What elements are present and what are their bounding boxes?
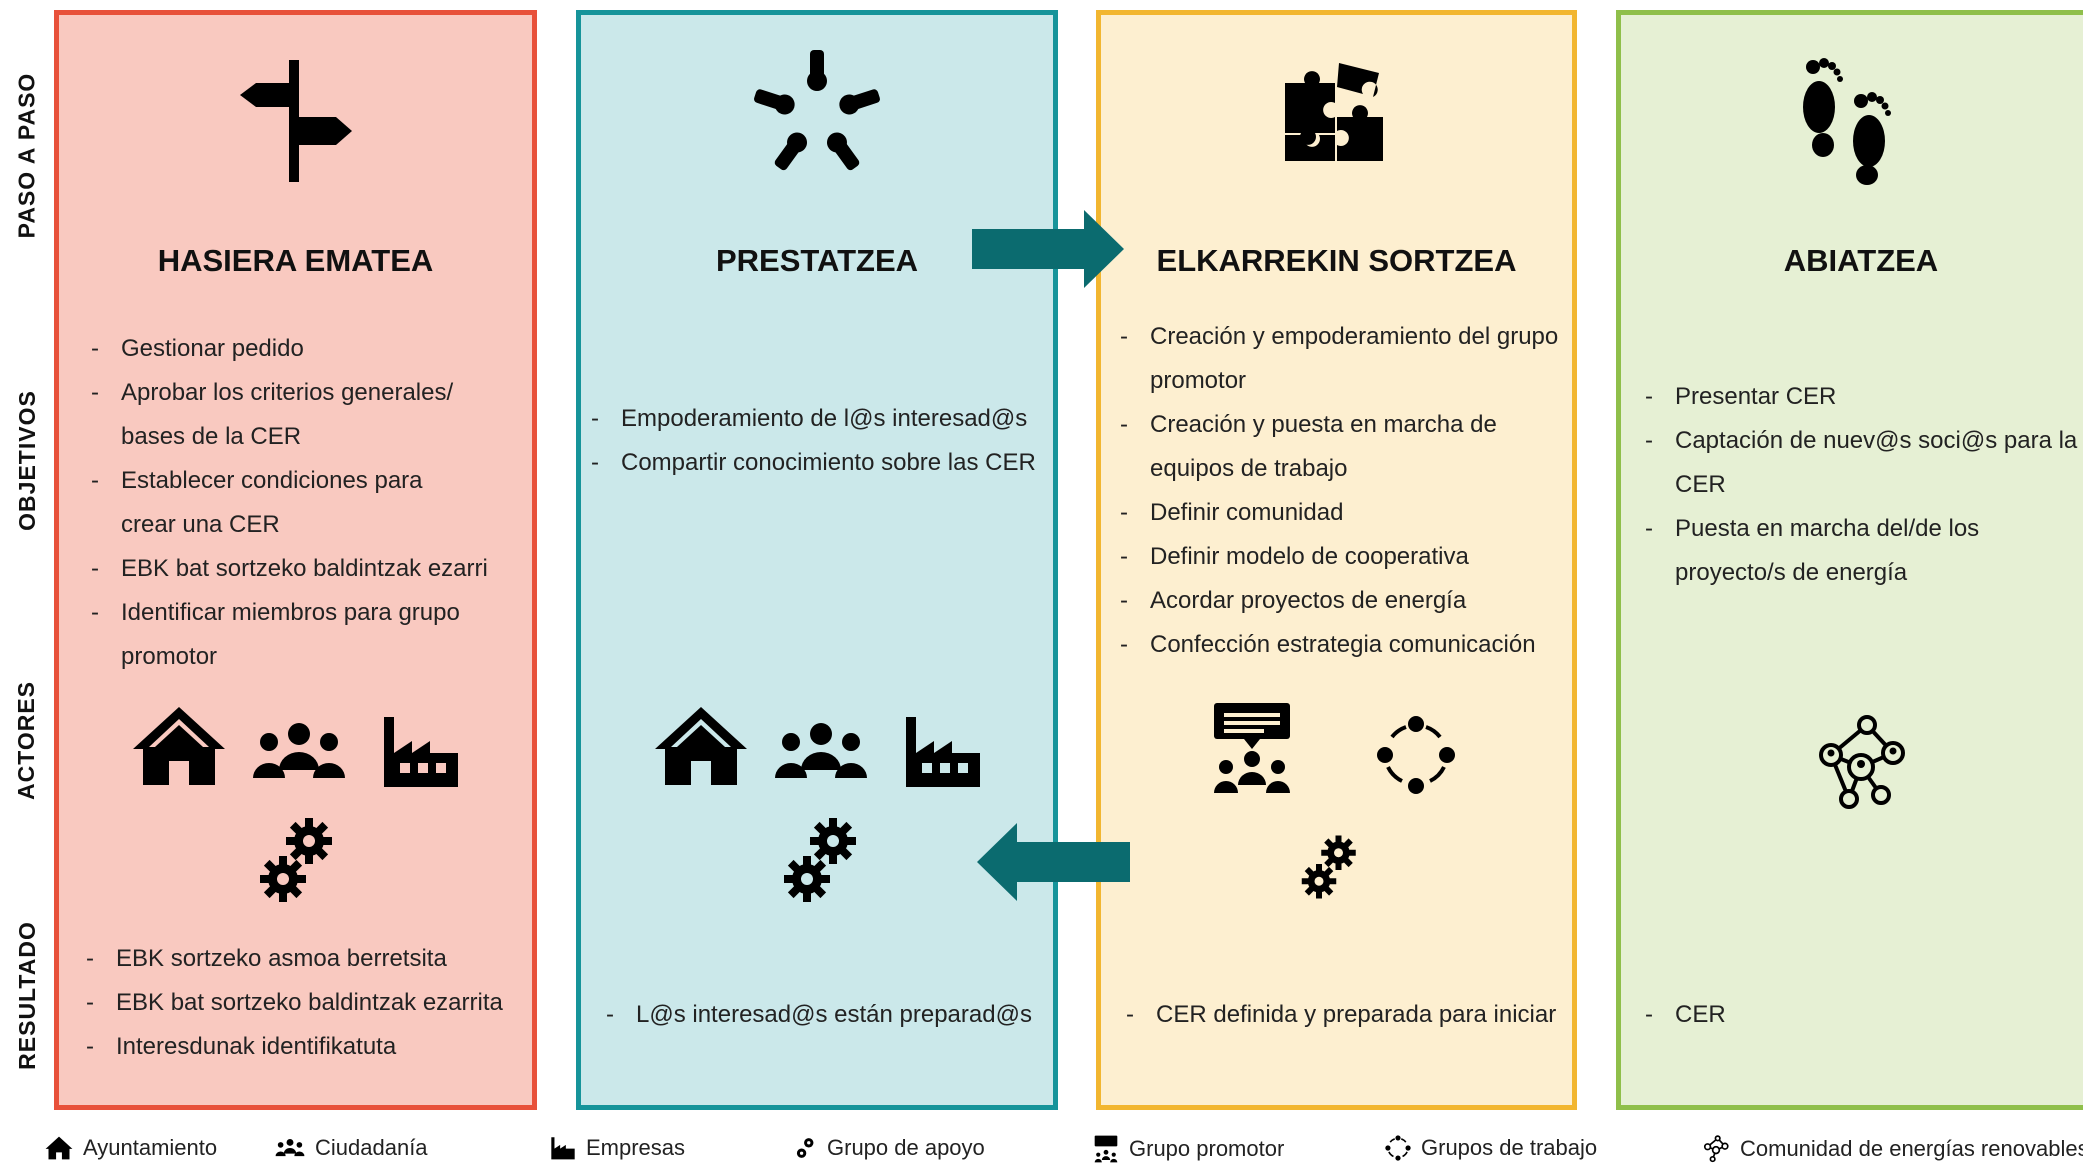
list-item: Captación de nuev@s soci@s para la xyxy=(1645,419,2077,463)
legend-label: Grupos de trabajo xyxy=(1421,1135,1598,1160)
house-icon xyxy=(45,1136,73,1160)
list-item-continuation: equipos de trabajo xyxy=(1150,455,1348,482)
footprints-icon xyxy=(1803,58,1891,185)
legend-item-ayuntamiento: Ayuntamiento xyxy=(45,1135,217,1161)
hands-circle-icon xyxy=(754,50,880,171)
column-prestatzea: PRESTATZEA Empoderamiento de l@s interes… xyxy=(576,10,1058,1110)
row-label-objetivos-text: OBJETIVOS xyxy=(13,389,40,531)
house-icon xyxy=(655,707,747,785)
list-item: Acordar proyectos de energía xyxy=(1120,579,1558,623)
backward-arrow xyxy=(977,823,1130,901)
list-item-continuation: promotor xyxy=(1150,367,1247,394)
presenter-group-icon xyxy=(1214,703,1290,793)
signpost-icon xyxy=(239,60,352,182)
gears-icon xyxy=(784,818,856,902)
network-people-icon xyxy=(1703,1135,1729,1163)
gears-icon xyxy=(260,818,332,902)
list-item: Puesta en marcha del/de los xyxy=(1645,507,2077,551)
list-item: Presentar CER xyxy=(1645,375,2077,419)
list-item: EBK bat sortzeko baldintzak ezarri xyxy=(91,547,488,591)
list-item-continuation: bases de la CER xyxy=(121,423,302,450)
row-label-actores: ACTORES xyxy=(10,650,44,830)
row-label-resultado: RESULTADO xyxy=(10,890,44,1100)
dotted-circle-icon xyxy=(1385,1135,1411,1161)
factory-icon xyxy=(384,717,458,787)
people-icon xyxy=(275,1138,305,1157)
column-title: HASIERA EMATEA xyxy=(157,243,434,278)
results-list: L@s interesad@s están preparad@s xyxy=(606,993,1032,1037)
objectives-list: Creación y empoderamiento del grupo prom… xyxy=(1120,315,1558,667)
legend-label: Empresas xyxy=(586,1135,686,1160)
row-label-objetivos: OBJETIVOS xyxy=(10,330,44,590)
presenter-group-icon xyxy=(1094,1135,1118,1163)
list-item: Compartir conocimiento sobre las CER xyxy=(591,441,1036,485)
legend-label: Ayuntamiento xyxy=(83,1135,218,1160)
row-label-resultado-text: RESULTADO xyxy=(13,920,40,1070)
row-label-actores-text: ACTORES xyxy=(13,680,40,800)
column-elkarrekin-sortzea: ELKARREKIN SORTZEA Creación y empoderami… xyxy=(1096,10,1577,1110)
list-item: Gestionar pedido xyxy=(91,327,488,371)
house-icon xyxy=(133,707,225,785)
list-item: Interesdunak identifikatuta xyxy=(86,1025,503,1069)
objectives-list: Gestionar pedido Aprobar los criterios g… xyxy=(91,327,488,679)
column-abiatzea: ABIATZEA Presentar CER Captación de nuev… xyxy=(1616,10,2083,1110)
list-item: L@s interesad@s están preparad@s xyxy=(606,993,1032,1037)
list-item: Creación y puesta en marcha de xyxy=(1120,403,1558,447)
column-hasiera-ematea: HASIERA EMATEA Gestionar pedido Aprobar … xyxy=(54,10,537,1110)
objectives-list: Presentar CER Captación de nuev@s soci@s… xyxy=(1645,375,2077,595)
legend-item-ciudadania: Ciudadanía xyxy=(275,1135,428,1161)
dotted-circle-icon xyxy=(1377,716,1455,794)
gears-icon xyxy=(1301,835,1356,899)
legend-label: Ciudadanía xyxy=(315,1135,428,1160)
puzzle-icon xyxy=(1284,63,1383,161)
objectives-list: Empoderamiento de l@s interesad@s Compar… xyxy=(591,397,1036,485)
row-label-paso: PASO A PASO xyxy=(10,40,44,270)
list-item: CER definida y preparada para iniciar xyxy=(1126,993,1556,1037)
results-list: CER xyxy=(1645,993,1726,1037)
legend-item-grupo-promotor: Grupo promotor xyxy=(1093,1135,1284,1163)
list-item-continuation: promotor xyxy=(121,643,218,670)
legend-item-grupos-trabajo: Grupos de trabajo xyxy=(1385,1135,1597,1161)
gears-icon xyxy=(796,1138,814,1158)
results-list: EBK sortzeko asmoa berretsita EBK bat so… xyxy=(86,937,503,1069)
row-label-paso-text: PASO A PASO xyxy=(13,72,40,238)
legend-label: Comunidad de energías renovables xyxy=(1740,1136,2083,1161)
forward-arrow xyxy=(972,210,1124,288)
network-people-icon xyxy=(1819,715,1905,809)
legend-label: Grupo promotor xyxy=(1129,1136,1285,1161)
list-item-continuation: proyecto/s de energía xyxy=(1675,559,1908,586)
people-icon xyxy=(253,723,345,778)
people-icon xyxy=(775,723,867,778)
list-item: Confección estrategia comunicación xyxy=(1120,623,1558,667)
list-item: Empoderamiento de l@s interesad@s xyxy=(591,397,1036,441)
column-title: PRESTATZEA xyxy=(715,243,919,278)
column-title: ELKARREKIN SORTZEA xyxy=(1156,243,1517,278)
factory-icon xyxy=(906,717,980,787)
list-item: EBK bat sortzeko baldintzak ezarrita xyxy=(86,981,503,1025)
column-title: ABIATZEA xyxy=(1783,243,1939,278)
legend-item-grupo-apoyo: Grupo de apoyo xyxy=(795,1135,985,1161)
legend-item-empresas: Empresas xyxy=(550,1135,685,1161)
list-item: Identificar miembros para grupo xyxy=(91,591,488,635)
list-item: Aprobar los criterios generales/ xyxy=(91,371,488,415)
list-item-continuation: crear una CER xyxy=(121,511,280,538)
list-item: CER xyxy=(1645,993,1726,1037)
factory-icon xyxy=(551,1137,575,1160)
list-item: Creación y empoderamiento del grupo xyxy=(1120,315,1558,359)
results-list: CER definida y preparada para iniciar xyxy=(1126,993,1556,1037)
legend-item-comunidad: Comunidad de energías renovables xyxy=(1702,1135,2083,1163)
list-item-continuation: CER xyxy=(1675,471,1726,498)
legend-label: Grupo de apoyo xyxy=(827,1135,985,1160)
list-item: Definir modelo de cooperativa xyxy=(1120,535,1558,579)
list-item: Definir comunidad xyxy=(1120,491,1558,535)
list-item: Establecer condiciones para xyxy=(91,459,488,503)
list-item: EBK sortzeko asmoa berretsita xyxy=(86,937,503,981)
